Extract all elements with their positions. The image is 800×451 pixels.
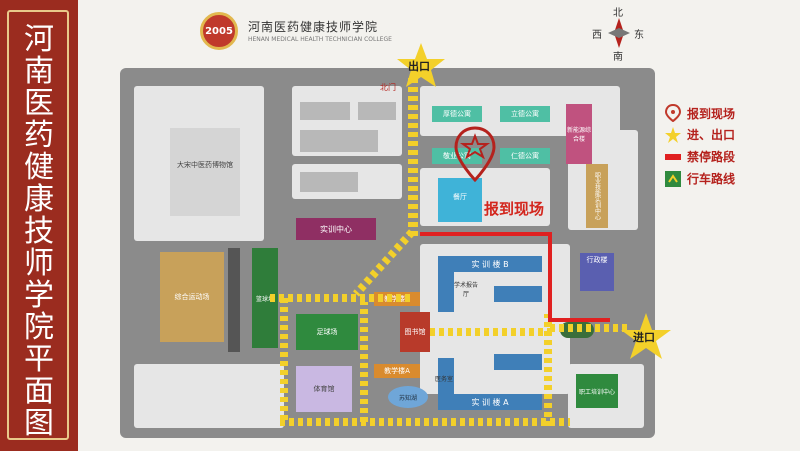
- compass-rose-icon: [608, 18, 630, 48]
- legend-label: 进、出口: [687, 128, 736, 142]
- route-segment: [430, 328, 550, 336]
- grey-building: [358, 102, 396, 120]
- north-gate-label: 北门: [380, 83, 396, 92]
- route-segment: [280, 418, 570, 426]
- sidebar: 河 南 医 药 健 康 技 师 学 院 平 面 图: [0, 0, 78, 451]
- admin-building: 行政楼: [580, 253, 614, 291]
- training-building-a: 实 训 楼 A: [438, 394, 542, 410]
- grey-building: [300, 130, 378, 152]
- legend-item: 禁停路段: [665, 148, 735, 165]
- exit-label: 出口: [408, 60, 430, 73]
- legend-item: 行车路线: [665, 170, 735, 187]
- title-char: 学: [24, 278, 54, 313]
- football-field: 足球场: [296, 314, 358, 350]
- gym-building: 综合运动场: [160, 252, 224, 342]
- title-char: 康: [24, 182, 54, 217]
- title-char: 河: [24, 22, 54, 57]
- school-subtitle: HENAN MEDICAL HEALTH TECHNICIAN COLLEGE: [248, 36, 392, 43]
- legend-label: 行车路线: [687, 172, 736, 186]
- newcomer-apartment: 新能源综合楼: [566, 104, 592, 164]
- route-diagonal: [353, 229, 415, 297]
- route-segment: [544, 314, 552, 426]
- compass-east: 东: [634, 30, 644, 41]
- legend-item: 进、出口: [665, 126, 735, 143]
- sidebar-title: 河 南 医 药 健 康 技 师 学 院 平 面 图: [0, 24, 78, 440]
- exit-star-icon: [397, 43, 445, 87]
- campus-map: 大宋中医药博物馆 厚德公寓 立德公寓 敬业公寓 仁德公寓 餐厅 新能源综合楼 职…: [120, 68, 655, 438]
- compass-north: 北: [613, 8, 623, 19]
- canteen-building: 餐厅: [438, 178, 482, 222]
- pe-hall: 体育馆: [296, 366, 352, 412]
- training-building-a-wing: [438, 358, 454, 394]
- title-char: 健: [24, 150, 54, 185]
- training-building-b-wing: [438, 272, 454, 312]
- title-char: 图: [24, 406, 54, 441]
- report-location-pin-icon: [454, 126, 496, 183]
- museum-building: [170, 128, 240, 216]
- title-char: 师: [24, 246, 54, 281]
- stand-strip: [228, 248, 240, 352]
- legend-item: 报到现场: [665, 104, 735, 122]
- no-parking-route: [420, 232, 610, 322]
- school-logo: 2005: [200, 12, 238, 50]
- school-name: 河南医药健康技师学院: [248, 20, 379, 34]
- museum-label: 大宋中医药博物馆: [177, 161, 233, 169]
- skill-center: 职业技能实训中心: [586, 164, 608, 228]
- staff-center: 职工培训中心: [576, 374, 618, 408]
- clinic: 医务室: [434, 375, 453, 383]
- header: 2005 河南医药健康技师学院 HENAN MEDICAL HEALTH TEC…: [80, 0, 800, 60]
- star-icon: [665, 126, 681, 143]
- title-char: 南: [24, 54, 54, 89]
- legend-label: 报到现场: [687, 106, 736, 121]
- ground-block-sw: [134, 364, 284, 428]
- training-building-b-annex: [494, 286, 542, 302]
- sidebar-frame: [7, 10, 69, 440]
- route-segment: [408, 76, 418, 236]
- route-segment: [280, 294, 288, 420]
- title-char: 医: [24, 86, 54, 121]
- compass: 北 西 东 南: [590, 4, 650, 63]
- route-segment: [360, 302, 368, 422]
- training-building-b: 实 训 楼 B: [438, 256, 542, 272]
- entrance-star-icon: [621, 313, 671, 359]
- entrance-label: 进口: [633, 331, 655, 344]
- title-char: 面: [24, 374, 54, 409]
- training-building-a-annex: [494, 354, 542, 370]
- chevron-route-icon: [665, 170, 681, 187]
- title-char: 平: [24, 342, 54, 377]
- no-entry-bar-icon: [665, 153, 681, 160]
- report-location-label: 报到现场: [484, 200, 545, 218]
- training-center: 实训中心: [296, 218, 376, 240]
- apartment-lide: 立德公寓: [500, 106, 550, 122]
- grey-building: [300, 102, 350, 120]
- grey-building: [300, 172, 358, 192]
- route-segment: [270, 294, 410, 302]
- apartment-rende: 仁德公寓: [500, 148, 550, 164]
- title-char: 院: [24, 310, 54, 345]
- route-segment: [550, 324, 630, 332]
- teaching-building-a: 教学楼A: [374, 364, 420, 378]
- report-hall: 学术报告厅: [454, 282, 479, 298]
- legend-label: 禁停路段: [687, 150, 736, 164]
- compass-south: 南: [613, 52, 623, 63]
- title-char: 技: [24, 214, 54, 249]
- compass-west: 西: [592, 30, 602, 41]
- lake: 苏知湖: [388, 386, 428, 408]
- apartment-houde: 厚德公寓: [432, 106, 482, 122]
- library: 图书馆: [400, 312, 430, 352]
- title-char: 药: [24, 118, 54, 153]
- location-pin-icon: [665, 104, 681, 122]
